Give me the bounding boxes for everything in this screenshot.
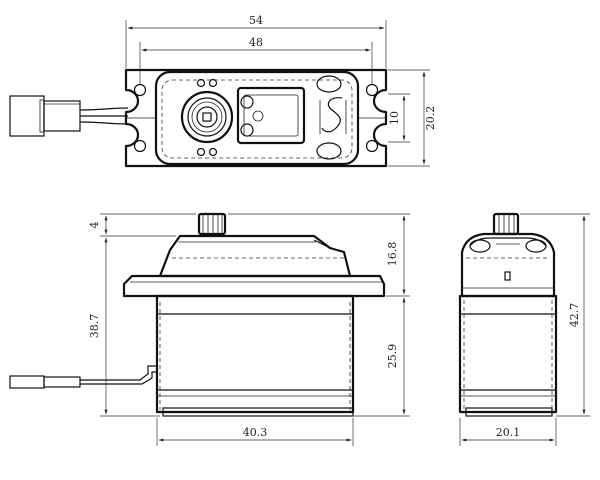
dim-front-total-height: 38.7 [88, 237, 160, 417]
top-connector-cable [9, 95, 129, 137]
label-38-7: 38.7 [88, 314, 101, 339]
mount-hole-right-bottom [365, 139, 379, 153]
top-view: 54 48 20.2 10 [9, 14, 437, 168]
dim-front-upper-height: 16.8 [228, 213, 410, 297]
label-16-8: 16.8 [386, 242, 399, 267]
front-connector-cable [9, 365, 157, 389]
label-54: 54 [249, 14, 263, 27]
label-20-2: 20.2 [424, 106, 437, 131]
side-view: 42.7 20.1 [458, 212, 590, 446]
label-40-3: 40.3 [243, 426, 268, 439]
mount-hole-left-bottom [133, 139, 147, 153]
label-10: 10 [388, 111, 401, 125]
dim-front-body-width: 40.3 [156, 418, 354, 446]
dim-top-overall-width: 54 [125, 14, 387, 68]
dim-top-hole-spacing: 48 [139, 36, 373, 84]
side-case-body [458, 294, 558, 414]
label-plate [236, 86, 306, 145]
front-mounting-flange [122, 274, 386, 298]
front-output-spline [197, 212, 227, 236]
label-42-7: 42.7 [568, 303, 581, 328]
top-mounting-flange [124, 68, 388, 168]
side-output-spline [492, 212, 520, 236]
front-view: 4 38.7 16.8 25.9 40.3 [9, 212, 410, 446]
dim-front-gear-height: 4 [88, 213, 196, 237]
mount-hole-right-top [365, 83, 379, 97]
top-body [126, 70, 386, 166]
dim-top-hole-slot: 10 [388, 93, 410, 143]
label-20-1: 20.1 [496, 426, 521, 439]
side-top-housing [460, 232, 556, 298]
brand-s-icon [321, 97, 343, 133]
label-4: 4 [88, 222, 101, 229]
label-25-9: 25.9 [386, 344, 399, 369]
dim-front-lower-height: 25.9 [354, 297, 410, 417]
output-shaft-icon [180, 90, 234, 144]
dim-side-body-width: 20.1 [459, 418, 557, 446]
dim-top-overall-height: 20.2 [388, 69, 437, 167]
dim-side-total-height: 42.7 [520, 213, 590, 417]
front-case-body [155, 294, 355, 414]
mount-hole-left-top [133, 83, 147, 97]
label-48: 48 [249, 36, 263, 49]
